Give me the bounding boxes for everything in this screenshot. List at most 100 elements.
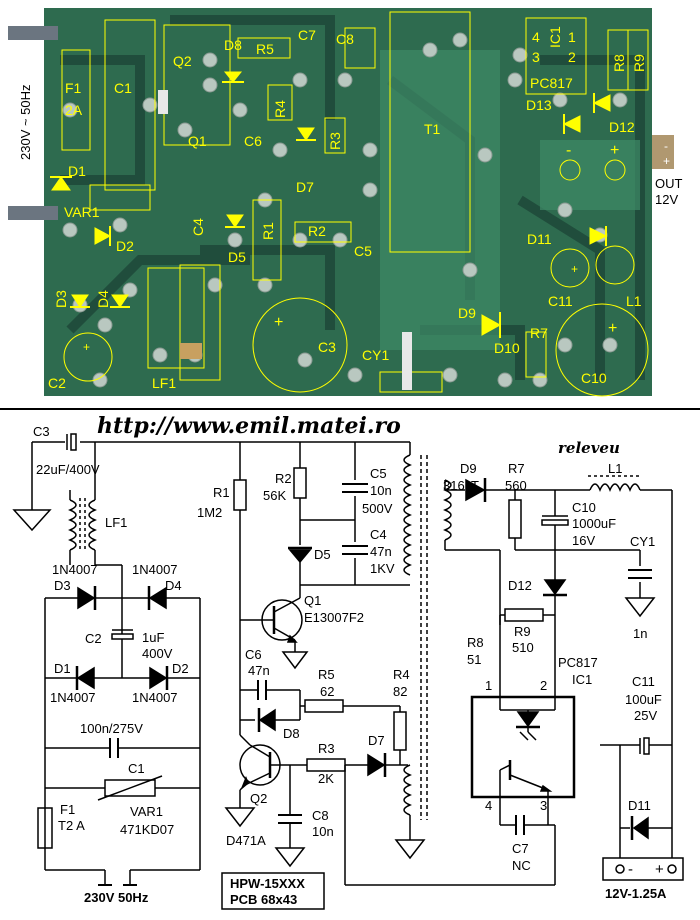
q1-type: E13007F2 [304, 610, 364, 625]
c8-label: C8 [312, 808, 329, 823]
c5-value1: 10n [370, 483, 392, 498]
d2-type: 1N4007 [132, 690, 178, 705]
c4-value2: 1KV [370, 561, 395, 576]
pcb-label-var1: VAR1 [64, 204, 100, 220]
r2-value: 56K [263, 488, 286, 503]
ic1-label: IC1 [572, 672, 592, 687]
d12-label: D12 [508, 578, 532, 593]
d4-label: D4 [165, 578, 182, 593]
pcb-label-c2: C2 [48, 375, 66, 391]
pcb-label-c7: C7 [298, 27, 316, 43]
c11-value2: 25V [634, 708, 657, 723]
r4-value: 82 [393, 684, 407, 699]
r3-label: R3 [318, 741, 335, 756]
c6-value: 47n [248, 663, 270, 678]
pcb-label-d4: D4 [95, 290, 111, 308]
c7-label: C7 [512, 841, 529, 856]
pcb-label-r2: R2 [308, 223, 326, 239]
c10-label: C10 [572, 500, 596, 515]
pcb-label-d13: D13 [526, 97, 552, 113]
q1-label: Q1 [304, 593, 321, 608]
pcb-label-pc817: PC817 [530, 75, 573, 91]
l1-label: L1 [608, 461, 622, 476]
pcb-label-r5: R5 [256, 41, 274, 57]
cy1-label: CY1 [630, 534, 655, 549]
c11-label: C11 [632, 674, 655, 689]
d3-type: 1N4007 [52, 562, 98, 577]
pcb-label-r7: R7 [530, 325, 548, 341]
d3-label: D3 [54, 578, 71, 593]
d5-label: D5 [314, 547, 331, 562]
pcb-label-pin1: 1 [568, 29, 576, 45]
pcb-label-c4: C4 [190, 218, 206, 236]
primary-side [224, 441, 555, 886]
pcb-label-r4: R4 [272, 100, 288, 118]
pcb-label-cy1: CY1 [362, 347, 389, 363]
r8-value: 51 [467, 652, 481, 667]
pcb-photo: - + 230V ~ 50Hz OUT 12V F1 2A C1 D1 VAR1… [0, 0, 700, 408]
subtitle: releveu [558, 439, 620, 457]
svg-text:+: + [274, 314, 283, 331]
pcb-label-r1: R1 [260, 222, 276, 240]
ic1-pin4: 4 [485, 798, 492, 813]
schematic: http://www.emil.matei.ro releveu C3 22uF… [12, 413, 684, 910]
pcb-label-pin3: 3 [532, 49, 540, 65]
pcb-label-d1: D1 [68, 163, 86, 179]
c6-label: C6 [245, 647, 262, 662]
d2-label: D2 [172, 661, 189, 676]
c3-label: C3 [33, 424, 50, 439]
pcb-label-c5: C5 [354, 243, 372, 259]
r8-label: R8 [467, 635, 484, 650]
c2-value1: 1uF [142, 630, 164, 645]
svg-text:+: + [83, 340, 90, 354]
pcb-label-c1: C1 [114, 80, 132, 96]
r9-label: R9 [514, 624, 531, 639]
q2-type: D471A [226, 833, 266, 848]
pcb-label-r3: R3 [327, 132, 343, 150]
pcb-label-c10: C10 [581, 370, 607, 386]
output-connector [652, 135, 674, 169]
site-url: http://www.emil.matei.ro [97, 413, 401, 439]
var1-label: VAR1 [130, 804, 163, 819]
board-id: HPW-15XXX [230, 876, 305, 891]
pcb-label-f1: F1 [65, 80, 82, 96]
pcb-label-lf1: LF1 [152, 375, 176, 391]
pcb-label-d2: D2 [116, 238, 134, 254]
pcb-label-d3: D3 [53, 290, 69, 308]
r2-label: R2 [275, 471, 292, 486]
r1-value: 1M2 [197, 505, 222, 520]
r7-label: R7 [508, 461, 525, 476]
output-label: 12V-1.25A [605, 886, 667, 901]
c4-value1: 47n [370, 544, 392, 559]
r5-label: R5 [318, 667, 335, 682]
pcb-labels: F1 2A C1 D1 VAR1 D2 D3 D4 C2 LF1 Q2 Q1 D… [48, 26, 647, 391]
ic1-type: PC817 [558, 655, 598, 670]
pcb-label-d11: D11 [527, 231, 552, 247]
input-wire-top [8, 26, 58, 40]
f1-value: T2 A [58, 818, 85, 833]
cy1-value: 1n [633, 626, 647, 641]
pcb-out-minus: - [664, 139, 668, 153]
c1-value: 100n/275V [80, 721, 143, 736]
r7-value: 560 [505, 478, 527, 493]
c10-value2: 16V [572, 533, 595, 548]
d8-label: D8 [283, 726, 300, 741]
pcb-label-q1: Q1 [188, 133, 207, 149]
pcb-label-t1: T1 [424, 121, 441, 137]
input-label: 230V 50Hz [84, 890, 149, 905]
pcb-input-label: 230V ~ 50Hz [18, 84, 33, 160]
output-plus: + [655, 861, 664, 878]
pcb-label-pin4: 4 [532, 29, 540, 45]
r5-value: 62 [320, 684, 334, 699]
input-filter [37, 738, 201, 886]
pcb-label-c8: C8 [336, 31, 354, 47]
pcb-label-r9: R9 [631, 54, 647, 72]
pcb-label-r8: R8 [611, 54, 627, 72]
d1-type: 1N4007 [50, 690, 96, 705]
bridge-rectifier [44, 564, 201, 808]
pcb-label-d9: D9 [458, 305, 476, 321]
pcb-label-c11: C11 [548, 293, 573, 309]
c1-label: C1 [128, 761, 145, 776]
